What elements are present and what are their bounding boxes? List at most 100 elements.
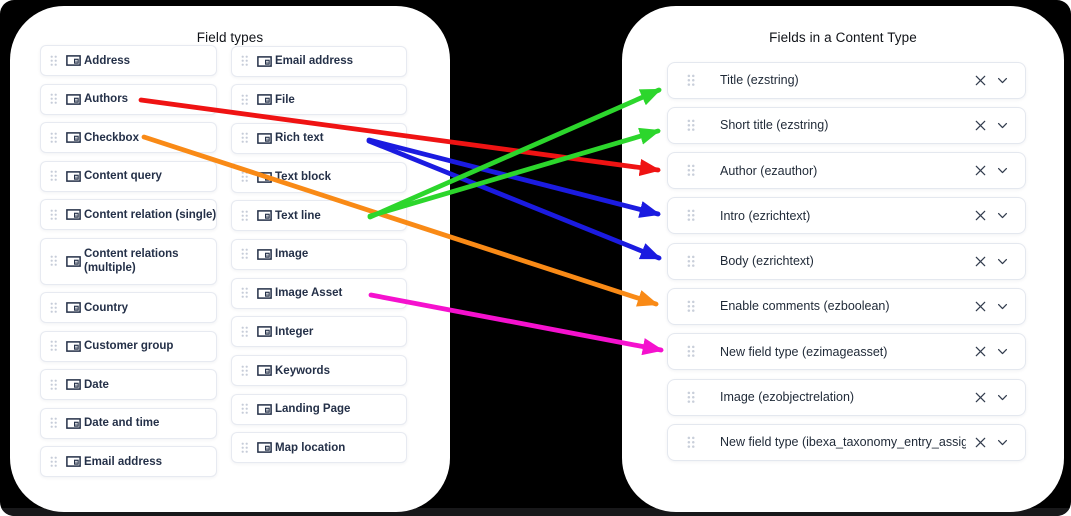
drag-handle-icon[interactable] [241,403,249,415]
field-type-card[interactable]: Address [40,45,217,76]
field-type-label: Country [84,301,129,314]
drag-handle-icon[interactable] [50,340,58,352]
field-type-icon [257,94,272,106]
remove-icon[interactable] [974,164,987,177]
content-field-label: New field type (ezimageasset) [720,344,888,359]
chevron-down-icon[interactable] [996,164,1009,177]
remove-icon[interactable] [974,436,987,449]
content-field-row[interactable]: Enable comments (ezboolean) [667,287,1026,325]
drag-handle-icon[interactable] [241,287,249,299]
field-type-card[interactable]: Content query [40,160,217,192]
field-type-card[interactable]: Date [40,369,217,400]
drag-handle-icon[interactable] [241,94,249,106]
content-field-label: New field type (ibexa_taxonomy_entry_ass… [720,435,966,450]
content-field-label: Author (ezauthor) [720,163,818,178]
drag-handle-icon[interactable] [50,209,58,221]
drag-handle-icon[interactable] [50,55,58,67]
field-type-card[interactable]: Content relations (multiple) [40,237,217,285]
content-field-row[interactable]: Intro (ezrichtext) [667,197,1026,235]
remove-icon[interactable] [974,391,987,404]
field-type-card[interactable]: Map location [231,432,407,464]
drag-handle-icon[interactable] [241,365,249,377]
drag-handle-icon[interactable] [687,74,696,87]
field-type-card[interactable]: Authors [40,83,217,115]
drag-handle-icon[interactable] [50,456,58,468]
field-type-card[interactable]: Text line [231,200,407,232]
field-type-card[interactable]: Email address [40,446,217,477]
field-types-title: Field types [196,30,264,46]
field-type-label: Landing Page [275,403,351,416]
drag-handle-icon[interactable] [50,379,58,391]
drag-handle-icon[interactable] [687,164,696,177]
content-field-row[interactable]: Body (ezrichtext) [667,242,1026,280]
drag-handle-icon[interactable] [50,93,58,105]
content-field-row[interactable]: New field type (ezimageasset) [667,333,1026,371]
field-type-card[interactable]: Image [231,238,407,270]
drag-handle-icon[interactable] [50,170,58,182]
drag-handle-icon[interactable] [50,255,58,267]
field-types-column-2: Email address File Rich text Text block … [231,45,407,464]
row-actions [974,391,1009,404]
chevron-down-icon[interactable] [996,119,1009,132]
field-type-card[interactable]: Keywords [231,355,407,386]
drag-handle-icon[interactable] [241,248,249,260]
field-type-icon [66,93,81,105]
content-field-row[interactable]: Image (ezobjectrelation) [667,378,1026,416]
remove-icon[interactable] [974,74,987,87]
chevron-down-icon[interactable] [996,345,1009,358]
field-type-card[interactable]: Country [40,292,217,323]
field-type-card[interactable]: Text block [231,161,407,193]
row-actions [974,209,1009,222]
field-type-card[interactable]: Landing Page [231,393,407,425]
drag-handle-icon[interactable] [241,171,249,183]
drag-handle-icon[interactable] [241,132,249,144]
drag-handle-icon[interactable] [687,345,696,358]
remove-icon[interactable] [974,300,987,313]
chevron-down-icon[interactable] [996,255,1009,268]
drag-handle-icon[interactable] [687,391,696,404]
field-type-label: Email address [275,55,353,67]
field-type-icon [66,170,81,182]
field-type-card[interactable]: Rich text [231,122,407,154]
drag-handle-icon[interactable] [241,442,249,454]
field-type-icon [257,365,272,376]
content-field-label: Short title (ezstring) [720,118,829,133]
content-field-label: Intro (ezrichtext) [720,208,811,223]
drag-handle-icon[interactable] [50,302,58,314]
content-field-row[interactable]: New field type (ibexa_taxonomy_entry_ass… [667,423,1026,461]
drag-handle-icon[interactable] [687,209,696,222]
chevron-down-icon[interactable] [996,300,1009,313]
chevron-down-icon[interactable] [996,391,1009,404]
remove-icon[interactable] [974,209,987,222]
chevron-down-icon[interactable] [996,209,1009,222]
field-type-card[interactable]: File [231,84,407,116]
drag-handle-icon[interactable] [687,436,696,449]
content-field-row[interactable]: Title (ezstring) [667,61,1026,99]
content-field-row[interactable]: Short title (ezstring) [667,106,1026,144]
content-field-row[interactable]: Author (ezauthor) [667,152,1026,190]
field-type-card[interactable]: Integer [231,316,407,348]
drag-handle-icon[interactable] [50,417,58,429]
drag-handle-icon[interactable] [687,300,696,313]
remove-icon[interactable] [974,255,987,268]
remove-icon[interactable] [974,345,987,358]
drag-handle-icon[interactable] [687,255,696,268]
drag-handle-icon[interactable] [241,55,249,67]
drag-handle-icon[interactable] [241,210,249,222]
field-type-card[interactable]: Date and time [40,407,217,439]
drag-handle-icon[interactable] [50,132,58,144]
chevron-down-icon[interactable] [996,74,1009,87]
field-type-card[interactable]: Email address [231,45,407,77]
field-type-card[interactable]: Image Asset [231,277,407,309]
chevron-down-icon[interactable] [996,436,1009,449]
drag-handle-icon[interactable] [241,326,249,338]
drag-handle-icon[interactable] [687,119,696,132]
remove-icon[interactable] [974,119,987,132]
field-type-card[interactable]: Customer group [40,330,217,362]
field-type-card[interactable]: Content relation (single) [40,199,217,230]
field-types-column-1: Address Authors Checkbox Content query C… [40,45,217,477]
field-type-icon [66,55,81,66]
field-types-panel: Field types Address Authors Checkbox Con… [10,6,450,512]
field-type-card[interactable]: Checkbox [40,122,217,153]
field-type-icon [257,210,272,222]
